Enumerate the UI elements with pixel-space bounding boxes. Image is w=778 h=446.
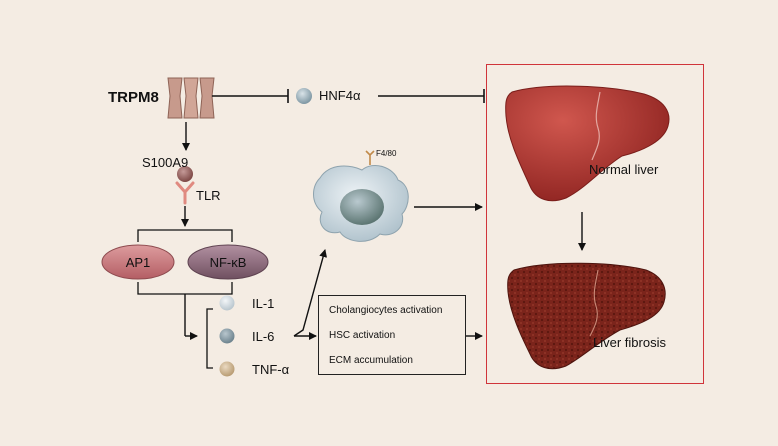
hnf4a-molecule-icon bbox=[296, 88, 312, 104]
trpm8-channel-icon bbox=[167, 77, 215, 119]
trpm8-label: TRPM8 bbox=[108, 89, 159, 106]
nfkb-label: NF-κB bbox=[209, 255, 247, 270]
s100a9-label: S100A9 bbox=[142, 155, 189, 170]
tlr-label: TLR bbox=[196, 188, 221, 203]
normal-liver-label: Normal liver bbox=[589, 162, 659, 177]
fibrotic-liver-icon bbox=[507, 262, 666, 370]
il1-molecule-icon bbox=[219, 295, 235, 311]
f480-label: F4/80 bbox=[376, 149, 397, 158]
outcome-ecm: ECM accumulation bbox=[329, 355, 413, 366]
normal-liver-icon bbox=[505, 85, 670, 202]
il6-label: IL-6 bbox=[252, 329, 275, 344]
arrow-cytokines-macrophage bbox=[293, 249, 328, 337]
macrophage-cell-icon bbox=[313, 150, 409, 242]
il6-molecule-icon bbox=[219, 328, 235, 344]
liver-fibrosis-label: Liver fibrosis bbox=[593, 335, 666, 350]
il1-label: IL-1 bbox=[252, 296, 275, 311]
f480-receptor-icon bbox=[365, 150, 375, 165]
ap1-node bbox=[101, 244, 175, 280]
outcome-cholangiocytes: Cholangiocytes activation bbox=[329, 305, 443, 316]
liver-outcome-box bbox=[486, 64, 704, 384]
downstream-effects-box: Cholangiocytes activation HSC activation… bbox=[318, 295, 466, 375]
cytokine-bracket bbox=[206, 308, 213, 369]
s100a9-molecule-icon bbox=[177, 166, 193, 182]
outcome-hsc: HSC activation bbox=[329, 330, 396, 341]
ap1-label: AP1 bbox=[125, 255, 151, 270]
tnfa-molecule-icon bbox=[219, 361, 235, 377]
tnfa-label: TNF-α bbox=[252, 362, 290, 377]
bracket-top bbox=[137, 229, 233, 242]
bracket-bottom bbox=[137, 282, 233, 295]
hnf4a-label: HNF4α bbox=[319, 88, 361, 103]
nfkb-node bbox=[187, 244, 269, 280]
tlr-receptor-icon bbox=[175, 181, 195, 205]
